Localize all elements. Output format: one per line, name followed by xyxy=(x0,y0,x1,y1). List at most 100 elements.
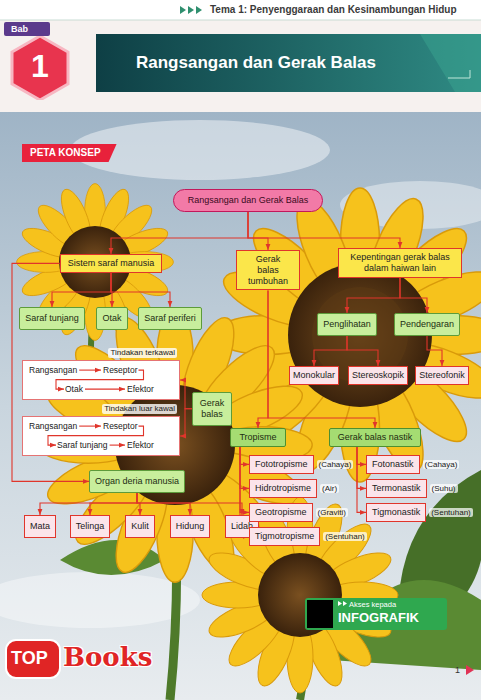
node-text: Penglihatan xyxy=(323,319,371,330)
connector-arrow xyxy=(248,212,400,248)
connector-arrow xyxy=(240,447,249,513)
concept-box: Gerak balas nastik xyxy=(329,428,422,447)
node-text: Termonastik xyxy=(372,483,421,494)
header-ground xyxy=(0,0,481,112)
connector-arrow xyxy=(240,447,249,489)
bullet-arrow xyxy=(338,601,342,606)
bullet-arrow xyxy=(196,6,202,14)
bullet-arrow xyxy=(180,6,186,14)
node-text: Efektor xyxy=(127,384,154,394)
stimulus-note: (Cahaya) xyxy=(423,460,460,469)
leaf-box: Stereofonik xyxy=(415,366,469,385)
pathway-step: Reseptor xyxy=(102,365,139,375)
node-text: Telinga xyxy=(76,521,105,532)
node-text: INFOGRAFIK xyxy=(338,610,419,626)
pathway-step: Saraf tunjang xyxy=(56,440,109,450)
pathway-step: Efektor xyxy=(126,384,155,394)
node-text: Rangsangan xyxy=(29,365,77,375)
page-number: 1 xyxy=(455,665,460,675)
concept-box: Saraf tunjang xyxy=(19,307,85,330)
sense-organ-box: Hidung xyxy=(170,515,211,538)
node-text: Fotonastik xyxy=(372,459,414,470)
connector-arrow xyxy=(357,447,366,465)
node-text: Fototropisme xyxy=(255,459,308,470)
leaf-box: Termonastik xyxy=(366,479,427,498)
connector-arrow xyxy=(357,447,366,513)
band-mark xyxy=(470,70,471,78)
qr-code xyxy=(307,600,333,628)
sunflower-disk xyxy=(258,553,342,637)
theme-heading: Tema 1: Penyenggaraan dan Kesinambungan … xyxy=(210,4,457,15)
connector-arrow xyxy=(137,493,190,515)
stimulus-note: (Cahaya) xyxy=(317,460,354,469)
leaf-box: Fototropisme xyxy=(249,455,314,474)
node-text: Geotropisme xyxy=(255,507,307,518)
node-text: Gerak balas xyxy=(198,398,226,420)
node-text: Saraf tunjang xyxy=(25,313,79,324)
concept-box: Otak xyxy=(96,307,127,330)
node-text: Hidrotropisme xyxy=(255,483,311,494)
topic-box: Sistem saraf manusia xyxy=(60,254,163,273)
pathway-step: Rangsangan xyxy=(28,365,78,375)
stimulus-note: (Air) xyxy=(320,484,339,493)
stimulus-note: (Sentuhan) xyxy=(323,532,367,541)
node-text: Tindakan luar kawal xyxy=(102,404,177,414)
connector-arrow xyxy=(268,290,375,428)
node-text: Monokular xyxy=(293,370,335,381)
sense-organ-box: Kulit xyxy=(125,515,155,538)
leaf-box: Fotonastik xyxy=(366,455,420,474)
connector-arrow xyxy=(52,273,111,307)
node-text: Efektor xyxy=(127,440,154,450)
sunflower-petals xyxy=(213,188,481,482)
leaf-box: Geotropisme xyxy=(249,503,313,522)
node-text: Tindakan terkawal xyxy=(108,348,177,358)
node-text: Saraf tunjang xyxy=(57,440,108,450)
concept-box: Saraf periferi xyxy=(138,307,202,330)
band-accent xyxy=(420,34,481,92)
pathway-step: Reseptor xyxy=(102,421,139,431)
topic-box: Gerak balas tumbuhan xyxy=(236,250,300,290)
connector-arrow xyxy=(137,493,242,515)
node-text: Stereofonik xyxy=(419,370,465,381)
node-text: Otak xyxy=(65,384,83,394)
watermark: Books xyxy=(63,642,152,672)
node-text: Reseptor xyxy=(103,365,138,375)
concept-box: Gerak balas xyxy=(192,392,232,426)
node-text: Tropisme xyxy=(239,432,276,443)
node-text: Akses kepada xyxy=(349,600,396,609)
section-tag: PETA KONSEP xyxy=(22,144,117,162)
connector-arrow xyxy=(248,212,268,250)
leaf-box: Stereoskopik xyxy=(348,366,408,385)
stimulus-note: (Sentuhan) xyxy=(429,508,473,517)
node-text: Saraf periferi xyxy=(144,313,196,324)
node-text: Pendengaran xyxy=(400,319,454,330)
topic-box: Kepentingan gerak balas dalam haiwan lai… xyxy=(338,248,462,278)
connector-arrow xyxy=(180,409,192,436)
watermark-badge xyxy=(6,640,60,678)
node-text: Hidung xyxy=(176,521,205,532)
concept-box: Organ deria manusia xyxy=(89,470,185,493)
top-strip xyxy=(0,0,481,20)
node-text: Tigmonastik xyxy=(372,507,420,518)
chapter-badge: Bab1 xyxy=(4,22,76,100)
node-text: Sistem saraf manusia xyxy=(68,258,155,269)
node-text: Stereoskopik xyxy=(352,370,404,381)
connector-arrow xyxy=(111,212,248,254)
pathway-step: Otak xyxy=(64,384,84,394)
connector-arrow xyxy=(90,493,137,515)
pathway-step: Efektor xyxy=(126,440,155,450)
node-text: PETA KONSEP xyxy=(30,147,101,159)
node-text: Organ deria manusia xyxy=(95,476,179,487)
concept-box: Pendengaran xyxy=(394,313,460,336)
node-text: Reseptor xyxy=(103,421,138,431)
node-text: Tigmotropisme xyxy=(255,531,314,542)
node-text: Rangsangan dan Gerak Balas xyxy=(188,195,309,206)
concept-box: Tropisme xyxy=(230,428,285,447)
connector-arrow xyxy=(347,336,378,366)
sense-organ-box: Mata xyxy=(24,515,56,538)
root-node: Rangsangan dan Gerak Balas xyxy=(173,189,324,212)
node-text: Kepentingan gerak balas dalam haiwan lai… xyxy=(346,252,454,274)
node-text: 1 xyxy=(4,50,76,82)
node-text: Rangsangan xyxy=(29,421,77,431)
